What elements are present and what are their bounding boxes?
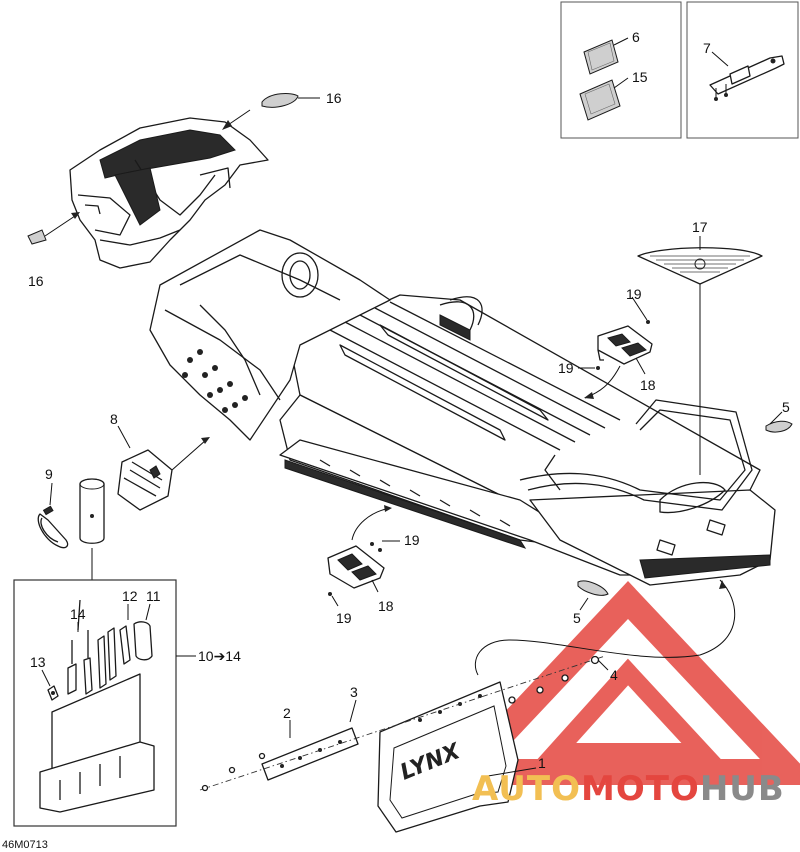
callout-19-bottom: 19 — [336, 610, 352, 626]
callout-9: 9 — [45, 466, 53, 482]
watermark-hub: HUB — [700, 769, 785, 809]
callout-19-top: 19 — [626, 286, 642, 302]
reinforcement-plate — [261, 727, 359, 781]
callout-14: 14 — [70, 606, 86, 622]
footrest-bracket-18-bottom — [327, 542, 385, 596]
callout-2: 2 — [283, 705, 291, 721]
decal-15-shape — [579, 79, 621, 121]
hood-cowl-shape — [69, 117, 269, 269]
callout-16-lower: 16 — [28, 273, 44, 289]
callout-18-top: 18 — [640, 377, 656, 393]
callout-15: 15 — [632, 69, 648, 85]
document-code: 46M0713 — [2, 839, 48, 851]
footrest-bracket-18-top — [596, 320, 653, 370]
callout-6: 6 — [632, 29, 640, 45]
callout-8: 8 — [110, 411, 118, 427]
toolkit-contents — [39, 599, 155, 813]
callout-5-lower: 5 — [573, 610, 581, 626]
callout-1: 1 — [538, 755, 546, 771]
watermark-text: AUTOMOTOHUB — [472, 769, 785, 809]
bracket-7-shape — [709, 55, 785, 101]
callout-19-right-low: 19 — [404, 532, 420, 548]
cap-5-right — [765, 420, 793, 433]
callout-12: 12 — [122, 588, 138, 604]
clip-16-lower — [27, 229, 47, 245]
callout-11: 11 — [146, 588, 161, 604]
callout-3: 3 — [350, 684, 358, 700]
decal-6-shape — [583, 39, 619, 75]
callout-10-14: 10➔14 — [198, 648, 241, 664]
part-8-bag — [117, 449, 173, 511]
callout-16-top: 16 — [326, 90, 342, 106]
callout-13: 13 — [30, 654, 46, 670]
callout-5-right: 5 — [782, 399, 790, 415]
callout-4: 4 — [610, 667, 618, 683]
decal-17-shape — [637, 247, 763, 285]
chassis-frame — [149, 229, 776, 586]
callout-7: 7 — [703, 40, 711, 56]
callout-17: 17 — [692, 219, 708, 235]
watermark-auto: AUTO — [472, 769, 581, 809]
mud-flap: LYNX — [377, 681, 519, 833]
part-9-strap — [37, 505, 69, 549]
callout-19-left: 19 — [558, 360, 574, 376]
callout-18-bottom: 18 — [378, 598, 394, 614]
watermark-moto: MOTO — [581, 769, 700, 809]
tool-tube — [79, 478, 105, 544]
cap-5-lower — [577, 580, 609, 596]
watermark-logo — [435, 581, 800, 785]
inset-box-decals — [560, 1, 682, 139]
clip-16-top — [261, 93, 299, 108]
